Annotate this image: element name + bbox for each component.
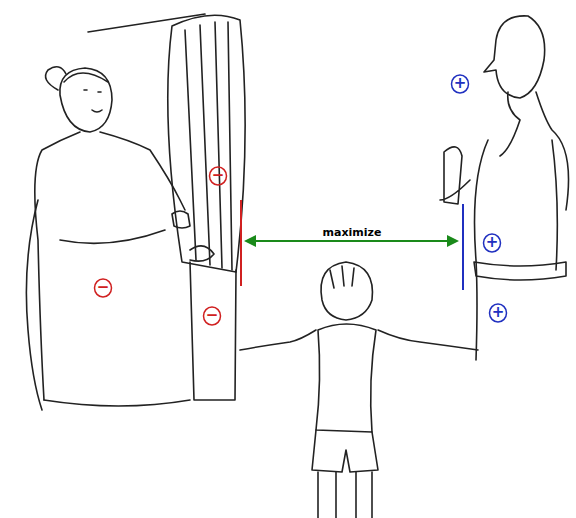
- broom-strands: [185, 22, 232, 270]
- woman-hand: [190, 246, 214, 261]
- charge-circle: −: [202, 306, 222, 326]
- woman-body: [35, 132, 185, 400]
- woman-hand: [172, 211, 190, 228]
- broom-bristles: [168, 15, 245, 272]
- child-body: [316, 324, 376, 432]
- man-belt: [474, 262, 566, 280]
- sketch-line: [88, 14, 205, 32]
- arrow-label: maximize: [323, 226, 382, 239]
- hair-bun: [46, 67, 66, 90]
- woman-legs: [44, 400, 190, 406]
- negative-plate: [240, 200, 242, 286]
- charge-circle: +: [450, 74, 470, 94]
- charge-sign: +: [450, 74, 470, 94]
- positive-plate: [462, 204, 464, 290]
- face: [84, 90, 102, 112]
- charge-circle: −: [93, 278, 113, 298]
- charge-circle: +: [482, 233, 502, 253]
- man-head: [484, 16, 545, 98]
- child-shorts: [312, 430, 378, 472]
- charge-circle: −: [208, 166, 228, 186]
- man-neck: [500, 92, 569, 210]
- charge-sign: +: [488, 303, 508, 323]
- child-head: [321, 262, 372, 320]
- child-legs: [318, 472, 372, 518]
- broom-pole: [190, 262, 236, 400]
- man-hand-bottle: [440, 147, 470, 204]
- woman-arm: [26, 200, 42, 410]
- charge-circle: +: [488, 303, 508, 323]
- charge-sign: −: [208, 166, 228, 186]
- woman-waist: [60, 230, 165, 243]
- hair: [64, 73, 108, 82]
- child-arms: [240, 330, 478, 350]
- charge-sign: −: [202, 306, 222, 326]
- man-body: [475, 140, 558, 360]
- charge-sign: −: [93, 278, 113, 298]
- woman-head: [60, 68, 112, 132]
- charge-sign: +: [482, 233, 502, 253]
- child-hair: [330, 266, 354, 288]
